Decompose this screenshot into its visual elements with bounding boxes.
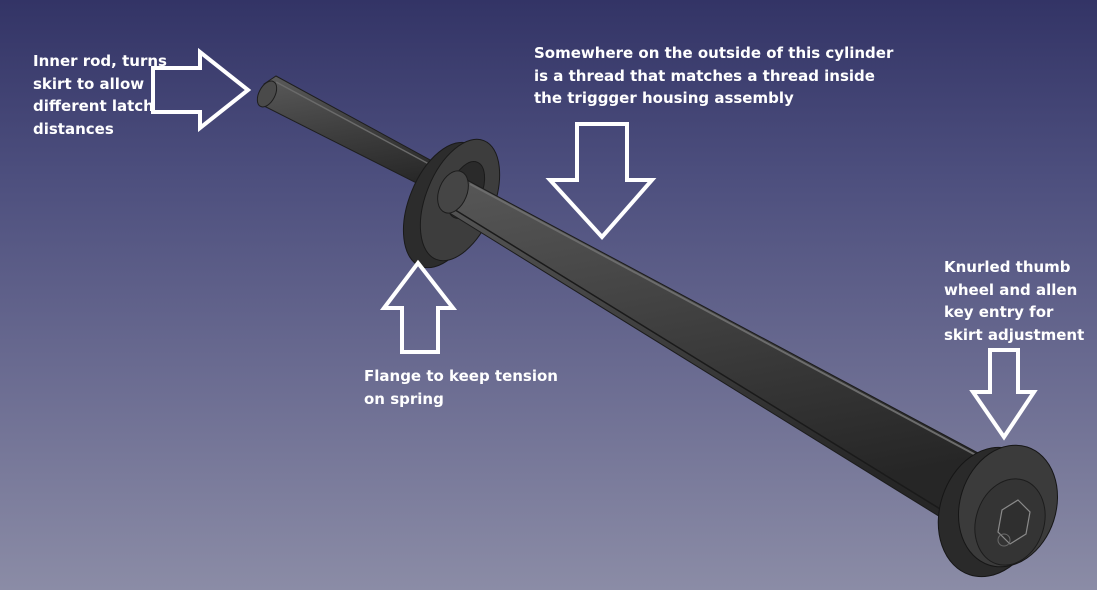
down-arrow-icon (545, 122, 657, 240)
flange-annotation: Flange to keep tension on spring (364, 367, 558, 408)
knurled-thumb-wheel[interactable] (922, 432, 1073, 590)
thread-annotation: Somewhere on the outside of this cylinde… (534, 44, 894, 107)
inner-rod-annotation: Inner rod, turns skirt to allow differen… (33, 52, 167, 138)
threaded-cylinder[interactable] (432, 166, 1011, 529)
knurled-wheel-annotation: Knurled thumb wheel and allen key entry … (944, 258, 1085, 344)
up-arrow-icon (379, 259, 458, 354)
down-arrow-icon (969, 348, 1038, 441)
hex-socket-icon (997, 499, 1031, 547)
right-arrow-icon (151, 47, 252, 133)
